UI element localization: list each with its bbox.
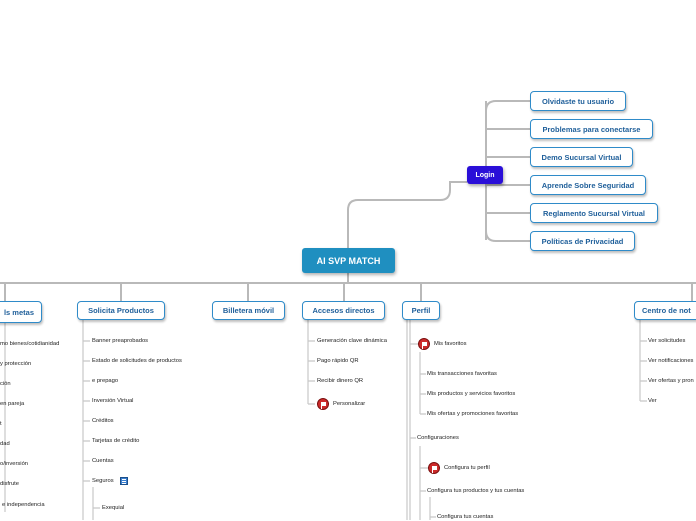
configuraciones-item[interactable]: Configura tu perfil <box>444 465 490 471</box>
flag-icon <box>428 462 440 474</box>
metas-item[interactable]: mo bienes/cotidianidad <box>0 341 60 347</box>
flag-icon <box>317 398 329 410</box>
favoritos-item[interactable]: Mis ofertas y promociones favoritas <box>427 411 519 417</box>
perfil-configuraciones[interactable]: Configuraciones <box>417 435 459 441</box>
centro-item[interactable]: Ver solicitudes <box>648 338 686 344</box>
node-label: Políticas de Privacidad <box>541 236 624 246</box>
branch-label: Centro de not <box>642 306 691 315</box>
solicita-item[interactable]: Estado de solicitudes de productos <box>92 358 182 364</box>
metas-item[interactable]: y protección <box>0 361 32 367</box>
central-topic-label: AI SVP MATCH <box>316 255 381 266</box>
metas-item[interactable]: dad <box>0 441 10 447</box>
node-label: Aprende Sobre Seguridad <box>541 180 635 190</box>
login-label: Login <box>475 171 495 179</box>
login-item-problemas-conectarse[interactable]: Problemas para conectarse <box>530 119 653 139</box>
branch-label: Solicita Productos <box>88 306 154 315</box>
branch-accesos-directos[interactable]: Accesos directos <box>302 301 385 320</box>
metas-item[interactable]: o/inversión <box>0 461 29 467</box>
login-node[interactable]: Login <box>467 166 503 184</box>
branch-metas[interactable]: ls metas <box>0 301 42 323</box>
branch-label: ls metas <box>3 307 34 317</box>
configuraciones-item[interactable]: Configura tus productos y tus cuentas <box>427 488 525 494</box>
branch-label: Billetera móvil <box>222 306 275 315</box>
solicita-item[interactable]: Créditos <box>92 418 114 424</box>
centro-item[interactable]: Ver ofertas y pron <box>648 378 694 384</box>
accesos-item[interactable]: Recibir dinero QR <box>317 378 364 384</box>
login-item-politicas-privacidad[interactable]: Políticas de Privacidad <box>530 231 635 251</box>
node-label: Demo Sucursal Virtual <box>541 152 622 162</box>
accesos-item-personalizar[interactable]: Personalizar <box>333 401 366 407</box>
node-label: Reglamento Sucursal Virtual <box>543 208 645 218</box>
node-label: Problemas para conectarse <box>542 124 641 134</box>
branch-label: Accesos directos <box>312 306 375 315</box>
branch-perfil[interactable]: Perfil <box>402 301 440 320</box>
solicita-item[interactable]: Cuentas <box>92 458 114 464</box>
metas-item[interactable]: ción <box>0 381 11 387</box>
solicita-item[interactable]: e prepago <box>92 378 119 384</box>
accesos-item[interactable]: Pago rápido QR <box>317 358 359 364</box>
login-item-demo-sucursal[interactable]: Demo Sucursal Virtual <box>530 147 633 167</box>
metas-item[interactable]: disfrute <box>0 481 20 487</box>
solicita-item[interactable]: Tarjetas de crédito <box>92 438 140 444</box>
centro-item[interactable]: Ver <box>648 398 657 404</box>
solicita-item-seguros[interactable]: Seguros <box>92 478 114 484</box>
branch-solicita-productos[interactable]: Solicita Productos <box>77 301 165 320</box>
flag-icon <box>418 338 430 350</box>
node-label: Olvidaste tu usuario <box>541 96 615 106</box>
branch-label: Perfil <box>411 306 431 315</box>
metas-item[interactable]: e independencia <box>2 502 45 508</box>
login-item-reglamento[interactable]: Reglamento Sucursal Virtual <box>530 203 658 223</box>
solicita-item[interactable]: Banner preaprobados <box>92 338 149 344</box>
metas-item[interactable]: t <box>0 421 2 427</box>
favoritos-item[interactable]: Mis transacciones favoritas <box>427 371 497 377</box>
favoritos-item[interactable]: Mis productos y servicios favoritos <box>427 391 516 397</box>
solicita-item[interactable]: Inversión Virtual <box>92 398 134 404</box>
note-icon[interactable] <box>120 477 128 485</box>
central-topic[interactable]: AI SVP MATCH <box>302 248 395 273</box>
login-item-olvidaste-usuario[interactable]: Olvidaste tu usuario <box>530 91 626 111</box>
login-item-aprende-seguridad[interactable]: Aprende Sobre Seguridad <box>530 175 646 195</box>
seguros-sub-item[interactable]: Exequial <box>102 505 125 511</box>
accesos-item[interactable]: Generación clave dinámica <box>317 338 387 344</box>
branch-billetera-movil[interactable]: Billetera móvil <box>212 301 285 320</box>
perfil-mis-favoritos[interactable]: Mis favoritos <box>434 341 467 347</box>
centro-item[interactable]: Ver notificaciones <box>648 358 694 364</box>
metas-item[interactable]: en pareja <box>0 401 25 407</box>
configuraciones-sub-item[interactable]: Configura tus cuentas <box>437 514 494 520</box>
branch-centro-notificaciones[interactable]: Centro de not <box>634 301 696 320</box>
